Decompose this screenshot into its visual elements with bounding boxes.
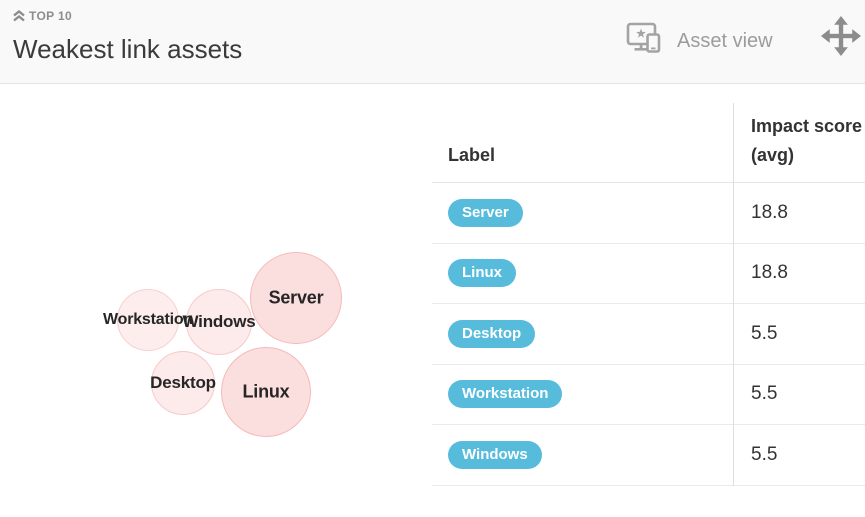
table-row: Server 18.8 [432,183,865,244]
asset-view-icon [626,21,663,61]
desktop-bubble-label: Desktop [150,373,216,392]
asset-label-badge[interactable]: Desktop [448,319,536,348]
column-header-impact-score: Impact score (avg) [751,116,863,165]
table-header-row: Label Impact score (avg) [432,103,865,183]
asset-label-badge[interactable]: Workstation [448,380,563,409]
server-bubble[interactable] [250,252,342,344]
asset-view-label: Asset view [677,29,773,52]
workstation-bubble[interactable] [117,289,179,351]
impact-score-value: 5.5 [751,322,778,344]
top-10-label: TOP 10 [13,9,72,23]
impact-score-value: 5.5 [751,443,778,465]
impact-score-value: 5.5 [751,383,778,405]
asset-label-badge[interactable]: Linux [448,259,516,288]
weakest-link-table: Label Impact score (avg) Server 18.8 Lin… [432,103,865,486]
windows-bubble-label: Windows [182,312,256,331]
label-cell: Workstation [432,380,733,409]
page-title: Weakest link assets [13,34,243,64]
top-10-text: TOP 10 [29,9,73,23]
asset-view-button[interactable]: Asset view [626,21,773,61]
impact-score-value: 18.8 [751,201,788,223]
linux-bubble-label: Linux [242,381,290,402]
label-cell: Windows [432,440,733,469]
chevrons-up-icon [13,10,25,22]
widget-header: TOP 10 Weakest link assets Asset view [0,0,865,84]
label-cell: Server [432,198,733,227]
windows-bubble[interactable] [186,289,252,355]
move-drag-handle[interactable] [820,14,862,58]
desktop-bubble[interactable] [151,351,215,415]
move-arrows-icon [821,16,861,56]
column-header-label: Label [448,145,496,165]
server-bubble-label: Server [268,287,324,308]
workstation-bubble-label: Workstation [103,311,193,328]
table-body: Server 18.8 Linux 18.8 Desktop 5.5 Works… [432,183,865,486]
column-divider [733,103,734,486]
label-cell: Desktop [432,319,733,348]
asset-label-badge[interactable]: Server [448,198,523,227]
table-row: Linux 18.8 [432,244,865,304]
table-row: Workstation 5.5 [432,365,865,425]
table-row: Windows 5.5 [432,425,865,486]
label-cell: Linux [432,259,733,288]
asset-label-badge[interactable]: Windows [448,440,542,469]
linux-bubble[interactable] [221,347,311,437]
impact-score-value: 18.8 [751,262,788,284]
table-row: Desktop 5.5 [432,304,865,365]
